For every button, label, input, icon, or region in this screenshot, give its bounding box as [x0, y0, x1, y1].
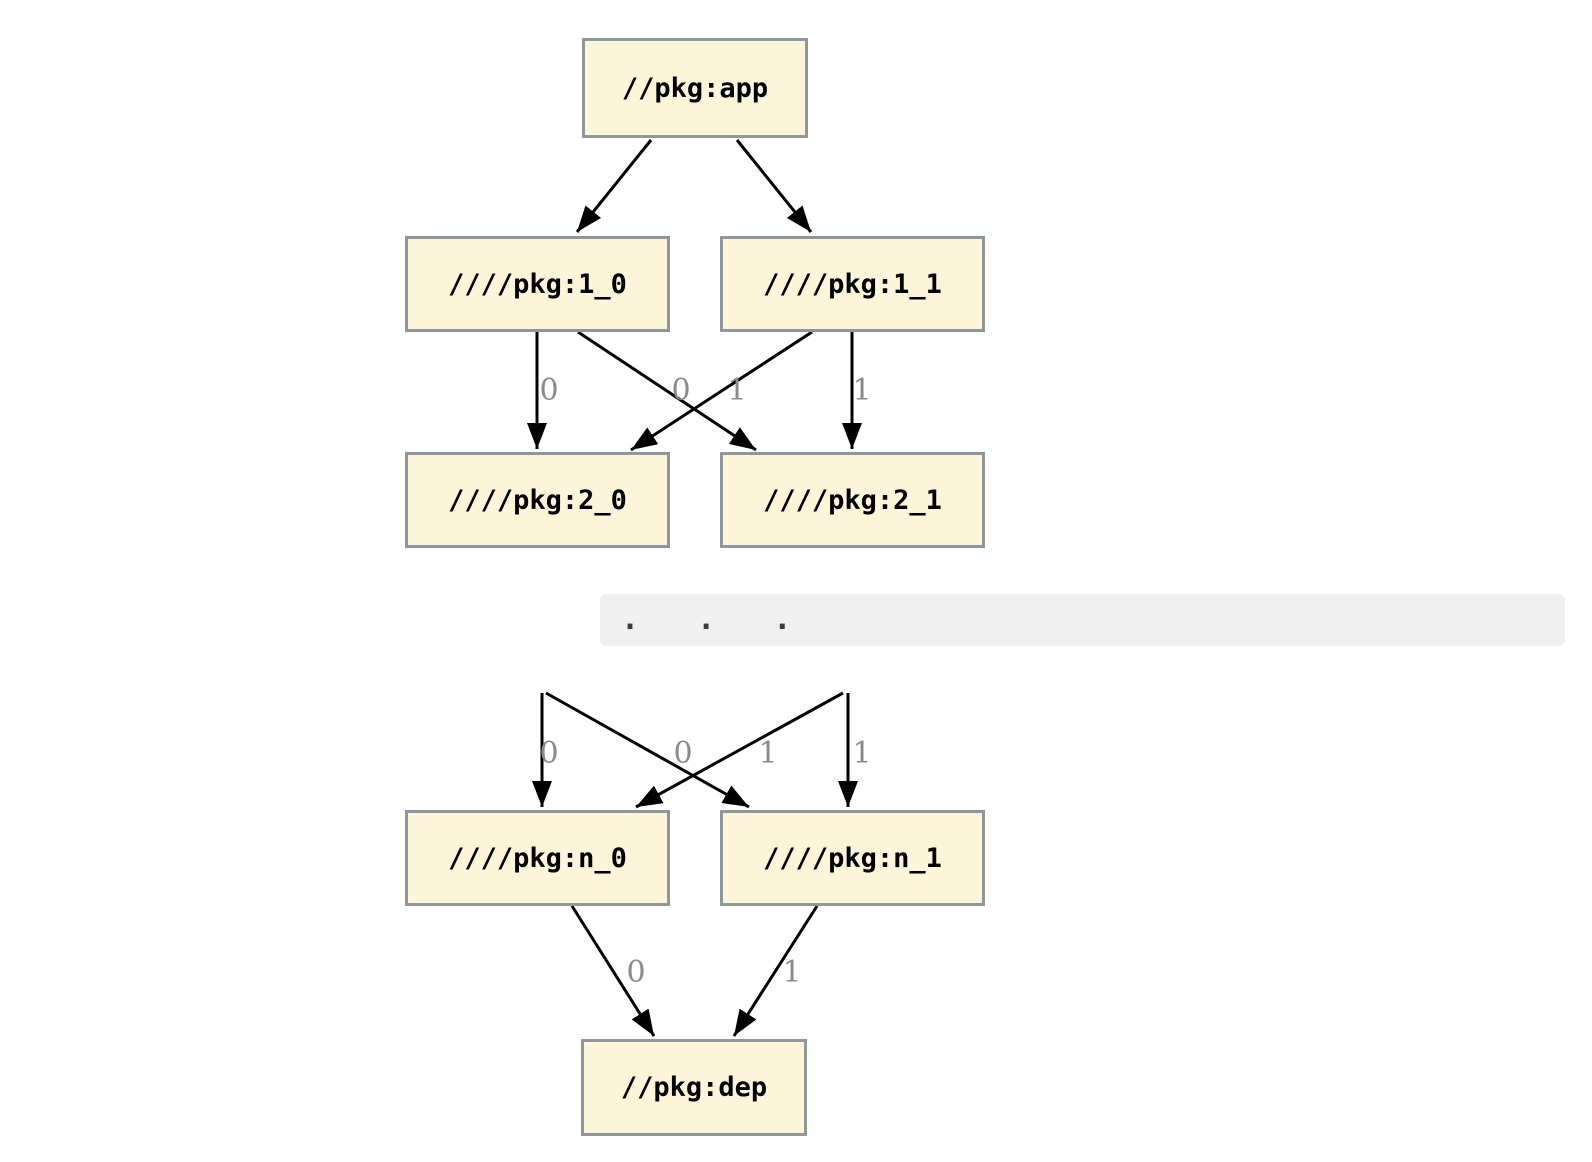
ellipsis-band: . . . — [600, 594, 1565, 646]
ellipsis-dots: . . . — [621, 602, 812, 637]
node-pkg-dep: //pkg:dep — [581, 1039, 807, 1136]
node-pkg-2_0: ////pkg:2_0 — [405, 452, 670, 548]
edge-n_0-to-dep — [570, 905, 656, 1037]
edge-prev-to-n_1-cross — [545, 691, 750, 809]
node-pkg-1_0: ////pkg:1_0 — [405, 236, 670, 332]
edge-1_0-to-2_1 — [577, 330, 757, 452]
edge-prev-to-n_0-cross — [635, 691, 844, 809]
edge-label-n_0-dep: 0 — [626, 955, 645, 990]
node-pkg-2_1: ////pkg:2_1 — [720, 452, 985, 548]
edge-app-to-1_0 — [575, 139, 653, 233]
edge-label-prev-n_1-right: 1 — [852, 736, 871, 771]
edge-1_1-to-2_0 — [630, 330, 813, 452]
node-pkg-1_1: ////pkg:1_1 — [720, 236, 985, 332]
edge-n_1-to-dep — [732, 905, 819, 1037]
edge-label-1_0-2_0: 0 — [539, 373, 558, 408]
edge-label-1_1-2_1: 1 — [852, 373, 871, 408]
edge-label-n_1-dep: 1 — [782, 955, 801, 990]
edge-label-1_1-2_0: 0 — [671, 373, 690, 408]
edge-app-to-1_1 — [735, 139, 813, 233]
node-pkg-app: //pkg:app — [582, 38, 808, 138]
node-pkg-n_1: ////pkg:n_1 — [720, 810, 985, 906]
edge-label-prev-n-mid-left: 0 — [673, 736, 692, 771]
node-pkg-n_0: ////pkg:n_0 — [405, 810, 670, 906]
edge-label-prev-n_0-left: 0 — [539, 736, 558, 771]
edge-label-prev-n-mid-right: 1 — [758, 736, 777, 771]
edge-label-1_0-2_1: 1 — [727, 373, 746, 408]
